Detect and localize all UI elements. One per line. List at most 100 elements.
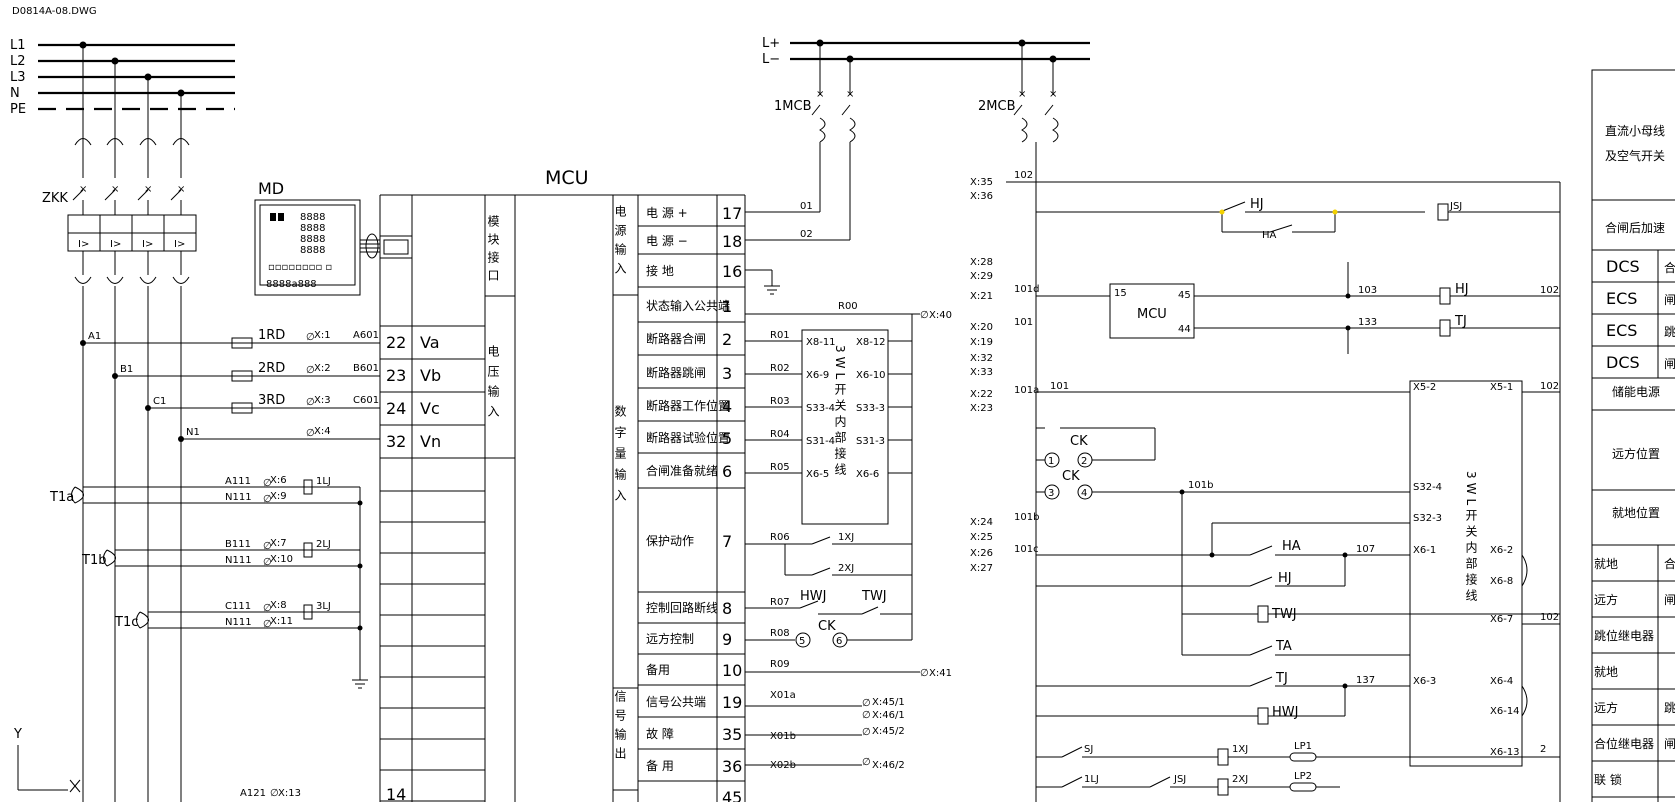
svg-text:2XJ: 2XJ [1232,774,1248,785]
svg-text:X:8: X:8 [270,600,287,611]
voltage-name: Va [420,333,440,352]
svg-text:X:36: X:36 [970,191,993,202]
svg-text:X:1: X:1 [314,330,331,341]
svg-text:×: × [177,184,185,195]
svg-text:∅: ∅ [306,397,315,408]
svg-text:X:46/2: X:46/2 [872,760,905,771]
digital-row-pin: 8 [722,599,732,618]
legend-row-left: DCS [1606,257,1640,276]
legend-row-left: ECS [1606,321,1637,340]
svg-text:∅: ∅ [920,310,929,321]
voltage-name: Vc [420,399,440,418]
svg-text:∅: ∅ [306,365,315,376]
digital-row-label: 电 源 − [646,234,688,248]
svg-text:∅: ∅ [862,698,871,709]
svg-text:∅: ∅ [920,668,929,679]
svg-text:MCU: MCU [1137,307,1167,322]
legend-row2-right: 闸 [1664,593,1675,607]
digital-row-pin: 18 [722,232,742,251]
switch-pin-left: S33-4 [806,403,835,414]
digital-row-pin: 6 [722,462,732,481]
svg-text:2XJ: 2XJ [838,563,854,574]
svg-text:3: 3 [1048,488,1054,499]
switch2-pin-right: X6-14 [1490,706,1520,717]
svg-text:JSJ: JSJ [1173,774,1186,785]
legend-row-right: 跳 [1664,325,1675,339]
svg-text:107: 107 [1356,544,1375,555]
svg-text:45: 45 [1178,290,1191,301]
bus-l1: L1 [10,38,26,53]
svg-text:X:41: X:41 [929,668,952,679]
dc-bus: L+ L− × × × × 1MCB 2MCB 01 02 [745,36,1090,295]
svg-text:LP1: LP1 [1294,741,1312,752]
digital-row-label: 控制回路断线 [646,600,718,615]
svg-text:HJ: HJ [1455,282,1469,297]
svg-text:R06: R06 [770,532,790,543]
svg-text:I>: I> [174,239,185,250]
svg-text:X:29: X:29 [970,271,993,282]
svg-text:X:40: X:40 [929,310,952,321]
svg-text:15: 15 [1114,288,1127,299]
svg-text:A121: A121 [240,788,266,799]
control-circuit: X:35 X:36 102 HJ HA JSJ 15 45 44 MCU 101… [970,142,1561,802]
svg-text:N111: N111 [225,555,252,566]
svg-text:CK: CK [818,619,836,634]
svg-text:102: 102 [1540,612,1559,623]
digital-row-label: 电 源 + [646,206,688,220]
switch2-pin-right: X6-4 [1490,676,1513,687]
md-display-device: MD 8888 8888 8888 8888 ▫▫▫▫▫▫▫▫ ▫ 8888a8… [254,179,413,296]
svg-text:C111: C111 [225,601,251,612]
digital-row-pin: 35 [722,725,742,744]
switch2-pin-left: X6-3 [1413,676,1436,687]
legend-row2-right: 闸 [1664,737,1675,751]
fuse-1rd: 1RD [258,328,285,343]
svg-text:就地位置: 就地位置 [1612,505,1660,520]
svg-text:I>: I> [78,239,89,250]
digital-row-pin: 17 [722,204,742,223]
svg-text:HJ: HJ [1278,571,1292,586]
md-label: MD [258,179,284,198]
svg-text:X:6: X:6 [270,475,287,486]
switch2-pin-left: S32-3 [1413,513,1442,524]
svg-text:101b: 101b [1014,512,1039,523]
svg-text:R00: R00 [838,301,858,312]
svg-text:SJ: SJ [1084,744,1093,755]
ct-t1a: T1a [49,490,74,505]
svg-text:X:4: X:4 [314,426,331,437]
svg-text:∅: ∅ [263,619,272,630]
svg-text:X:28: X:28 [970,257,993,268]
svg-text:8888: 8888 [300,223,325,234]
svg-text:01: 01 [800,201,813,212]
svg-text:TWJ: TWJ [861,589,887,604]
bus-l2: L2 [10,54,26,69]
svg-text:X:32: X:32 [970,353,993,364]
digital-row-pin: 10 [722,661,742,680]
digital-row-label: 信号公共端 [646,695,706,709]
svg-text:∅: ∅ [862,757,871,768]
svg-text:∅: ∅ [862,710,871,721]
svg-text:2MCB: 2MCB [978,99,1015,114]
ct-t1b: T1b [81,553,106,568]
svg-text:1XJ: 1XJ [838,532,854,543]
digital-row-pin: 5 [722,429,732,448]
svg-text:44: 44 [1178,324,1191,335]
svg-text:B111: B111 [225,539,251,550]
svg-text:∅: ∅ [306,428,315,439]
svg-text:X:19: X:19 [970,337,993,348]
svg-text:∅: ∅ [263,557,272,568]
digital-row-label: 保护动作 [646,534,694,548]
svg-text:×: × [1049,89,1057,100]
svg-text:X:7: X:7 [270,538,287,549]
svg-text:X:21: X:21 [970,291,993,302]
mcu-label: MCU [545,167,589,189]
digital-row-label: 断路器工作位置 [646,398,730,413]
svg-text:X:24: X:24 [970,517,993,528]
svg-text:远方位置: 远方位置 [1612,446,1660,461]
digital-row-label: 断路器合闸 [646,331,706,346]
digital-row-pin: 2 [722,330,732,349]
svg-text:∅: ∅ [263,603,272,614]
phase-drops: × × × × I> I> I> I> ZKK [42,41,197,802]
svg-text:CK: CK [1062,469,1080,484]
